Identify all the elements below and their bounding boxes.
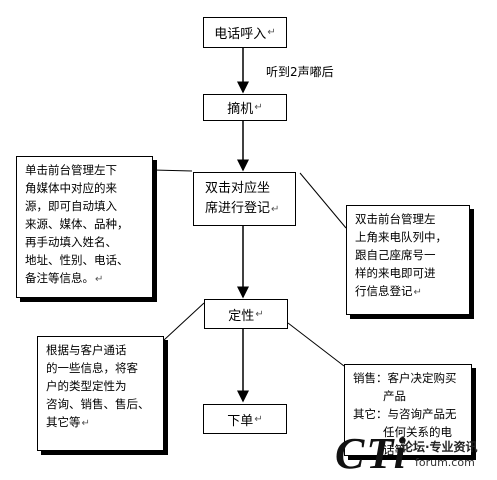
step-place-order: 下单↵	[203, 404, 287, 434]
step-register: 双击对应坐 席进行登记↵	[193, 172, 296, 226]
callout-line-right-top	[299, 172, 347, 229]
watermark-slogan: 论坛·专业资讯	[401, 440, 478, 454]
step-classify-label: 定性	[228, 308, 255, 324]
watermark-logo: CTi 论坛·专业资讯 forum.com	[335, 429, 495, 478]
edge-label-hear-two-beeps: 听到2声嘟后	[266, 65, 334, 79]
step-pickup: 摘机↵	[203, 94, 287, 121]
callout-line-left-bottom	[163, 302, 205, 341]
step-register-line-1: 双击对应坐	[205, 181, 271, 196]
step-call-incoming: 电话呼入↵	[203, 17, 287, 48]
step-call-incoming-label: 电话呼入	[214, 27, 267, 42]
note-right-bottom: 销售：客户决定购买 产品 其它：与咨询产品无 任何关系的电 话等	[344, 364, 472, 457]
step-pickup-label: 摘机	[227, 102, 254, 117]
note-right-top: 双击前台管理左 上角来电队列中， 跟自己座席号一 样的来电即可进 行信息登记↵	[346, 205, 470, 315]
note-left-bottom: 根据与客户通话 的一些信息，将客 户的类型定性为 咨询、销售、售后、 其它等↵	[37, 336, 164, 451]
step-register-line-2: 席进行登记	[205, 201, 271, 216]
watermark-site: forum.com	[415, 456, 475, 469]
callout-line-right-bottom	[287, 322, 345, 367]
note-left-top: 单击前台管理左下 角媒体中对应的来 源，即可自动填入 来源、媒体、品种， 再手动…	[16, 156, 153, 298]
callout-line-left-top	[152, 169, 193, 172]
step-classify: 定性↵	[204, 299, 288, 329]
watermark-brand: CTi	[335, 429, 408, 478]
step-place-order-label: 下单	[227, 413, 254, 429]
